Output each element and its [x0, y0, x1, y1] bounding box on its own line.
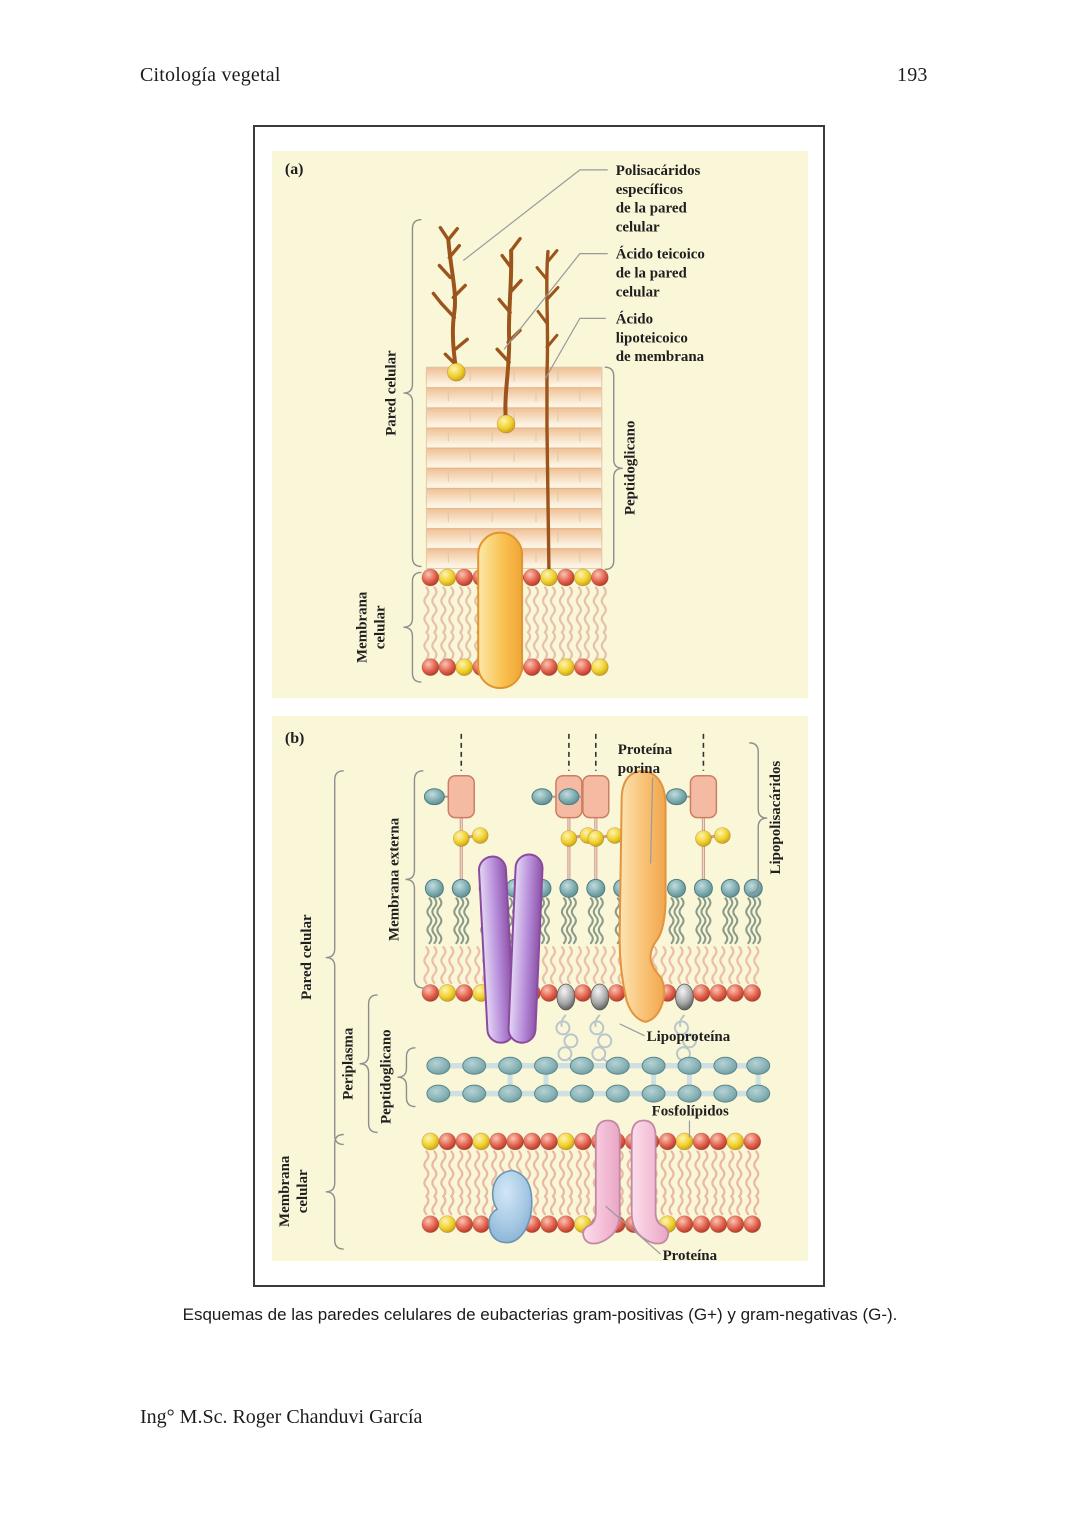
- label-pared-celular-a: Pared celular: [384, 350, 400, 436]
- panel-b-tag: (b): [285, 730, 304, 747]
- label-proteina-porina-1: Proteína: [618, 742, 673, 758]
- label-lipopolisacaridos: Lipopolisacáridos: [768, 761, 784, 875]
- lipopolysaccharide-units: [423, 733, 731, 883]
- lipoprotein-coils: [555, 1014, 697, 1064]
- label-pared-celular-b: Pared celular: [299, 914, 315, 1000]
- brace-membrana-celular-b: [325, 1133, 344, 1250]
- pink-protein-left: [582, 1119, 621, 1245]
- membrane-protein-a: [477, 531, 524, 690]
- brace-peptidoglicano-b: [397, 1047, 416, 1108]
- pink-protein-right: [630, 1119, 670, 1245]
- label-polisacaridos-3: de la pared: [616, 201, 688, 217]
- leader-proteina: [605, 1205, 661, 1255]
- brace-pared-celular-a: [403, 219, 422, 568]
- blue-membrane-protein: [488, 1169, 533, 1244]
- label-peptidoglicano-b: Peptidoglicano: [379, 1029, 395, 1124]
- label-acido-teicoico-3: celular: [616, 284, 660, 300]
- label-acido-lipoteicoico-2: lipoteicoico: [616, 330, 688, 346]
- brace-periplasma: [359, 994, 378, 1134]
- label-polisacaridos-2: específicos: [616, 182, 683, 198]
- page-number: 193: [897, 64, 928, 86]
- page-footer-author: Ing° M.Sc. Roger Chanduvi García: [140, 1406, 423, 1428]
- label-proteina-porina-2: porina: [618, 761, 661, 777]
- leader-polisacaridos: [462, 169, 608, 262]
- cell-wall-diagram: (a) Pared celular Membrana celular Pepti…: [271, 150, 809, 1264]
- orange-porin: [618, 769, 667, 1023]
- brace-lipopolisacaridos: [749, 742, 768, 895]
- label-peptidoglicano-a: Peptidoglicano: [623, 421, 639, 516]
- label-membrana-celular-a-line1: Membrana: [355, 591, 371, 663]
- figure-caption: Esquemas de las paredes celulares de eub…: [182, 1305, 898, 1324]
- brace-membrana-celular-a: [403, 571, 422, 683]
- peptidoglycan-layer-b: [426, 1056, 771, 1103]
- label-proteina: Proteína: [663, 1248, 718, 1264]
- purple-porin-left: [478, 855, 516, 1044]
- label-acido-lipoteicoico-1: Ácido: [616, 310, 653, 327]
- label-membrana-celular-a-line2: celular: [373, 605, 389, 649]
- brace-membrana-externa: [405, 770, 424, 989]
- label-fosfolipidos: Fosfolípidos: [652, 1104, 729, 1120]
- figure-frame: (a) Pared celular Membrana celular Pepti…: [253, 125, 825, 1287]
- label-acido-lipoteicoico-3: de membrana: [616, 349, 705, 365]
- panel-a-tag: (a): [285, 161, 304, 178]
- leader-proteina-porina: [650, 777, 654, 864]
- teichoic-acid-strands: [431, 225, 560, 575]
- purple-porin-right: [507, 853, 544, 1044]
- page-header-title: Citología vegetal: [140, 64, 281, 86]
- label-acido-teicoico-2: de la pared: [616, 266, 688, 282]
- label-membrana-externa: Membrana externa: [386, 817, 402, 941]
- label-lipoproteina: Lipoproteína: [647, 1029, 731, 1045]
- leader-acido-teicoico: [503, 252, 608, 350]
- brace-peptidoglicano-a: [604, 366, 623, 571]
- label-acido-teicoico-1: Ácido teicoico: [616, 246, 705, 263]
- label-polisacaridos-4: celular: [616, 220, 660, 236]
- leader-lipoproteina: [619, 1023, 645, 1037]
- label-membrana-celular-b-line1: Membrana: [277, 1155, 293, 1227]
- leader-acido-lipoteicoico: [544, 317, 606, 380]
- label-periplasma: Periplasma: [341, 1027, 357, 1100]
- label-membrana-celular-b-line2: celular: [295, 1169, 311, 1213]
- label-polisacaridos-1: Polisacáridos: [616, 163, 701, 179]
